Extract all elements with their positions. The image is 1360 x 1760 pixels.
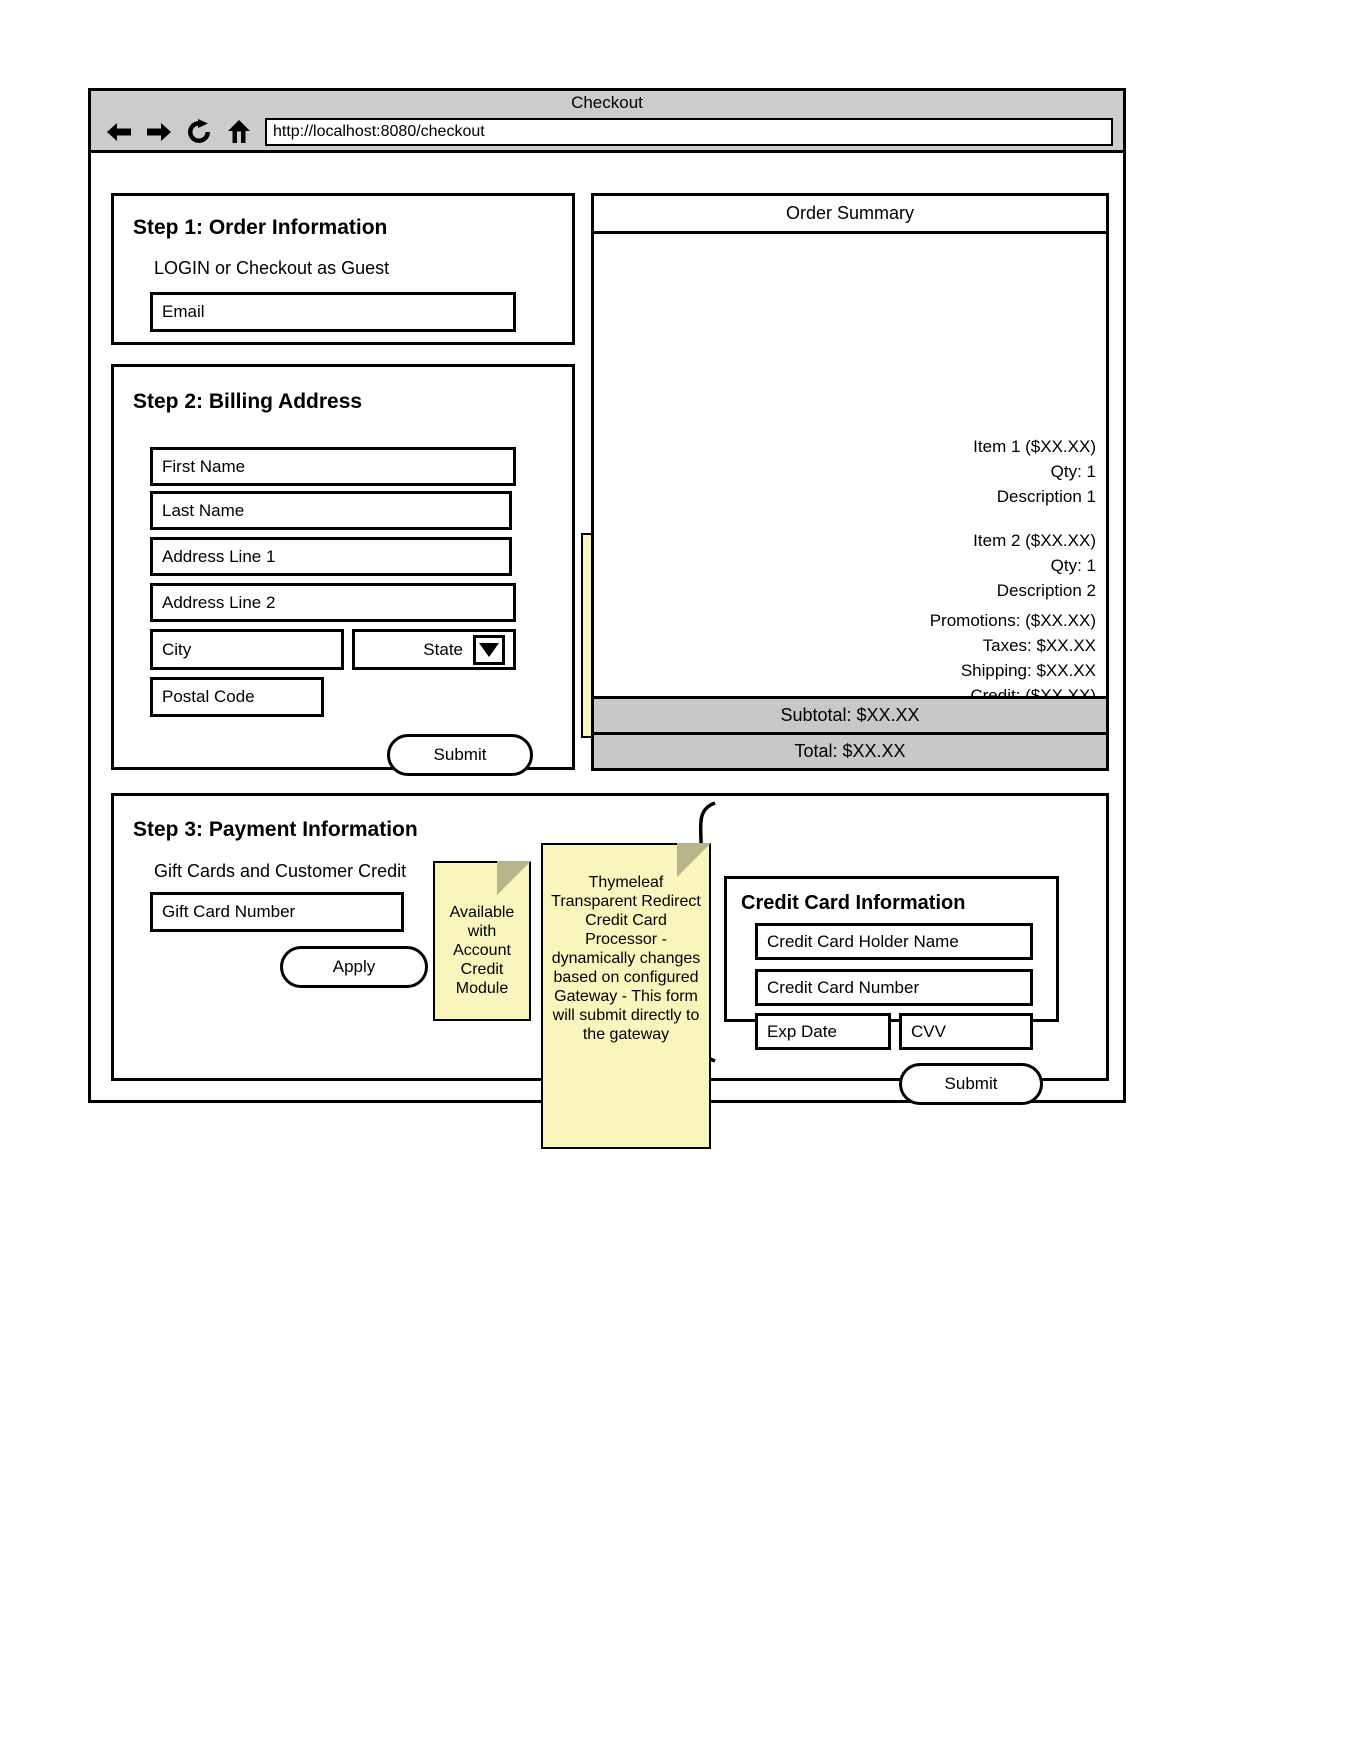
home-icon[interactable] [219, 115, 259, 149]
order-summary-panel: Order Summary Item 1 ($XX.XX) Qty: 1 Des… [591, 193, 1109, 771]
address-line-2-placeholder: Address Line 2 [162, 592, 276, 612]
step1-subtitle: LOGIN or Checkout as Guest [154, 258, 390, 278]
note-fold-icon [677, 843, 711, 877]
postal-code-input[interactable]: Postal Code [150, 677, 324, 717]
back-arrow-icon[interactable] [99, 115, 139, 149]
order-summary-adjustments: Promotions: ($XX.XX) Taxes: $XX.XX Shipp… [930, 608, 1096, 708]
window-title: Checkout [571, 93, 643, 112]
email-input[interactable]: Email [150, 292, 516, 332]
postal-code-placeholder: Postal Code [162, 687, 255, 706]
step2-panel: Step 2: Billing Address First Name Last … [111, 364, 575, 776]
forward-arrow-icon[interactable] [139, 115, 179, 149]
chevron-down-icon[interactable] [473, 634, 505, 665]
apply-label: Apply [332, 957, 376, 976]
billing-submit-label: Submit [433, 745, 487, 764]
state-select[interactable]: State [352, 629, 516, 670]
step2-title: Step 2: Billing Address [133, 390, 363, 413]
gift-card-number-input[interactable]: Gift Card Number [150, 892, 404, 932]
item-name: Item 2 ($XX.XX) [973, 531, 1096, 550]
adjustment-promotions: Promotions: ($XX.XX) [929, 611, 1096, 630]
gift-section-label: Gift Cards and Customer Credit [154, 861, 407, 881]
last-name-placeholder: Last Name [162, 500, 245, 520]
cc-holder-name-input[interactable]: Credit Card Holder Name [755, 923, 1033, 960]
address-line-1-placeholder: Address Line 1 [162, 546, 276, 566]
city-placeholder: City [162, 639, 192, 659]
cc-number-input[interactable]: Credit Card Number [755, 969, 1033, 1006]
order-summary-items: Item 1 ($XX.XX) Qty: 1 Description 1 Ite… [973, 434, 1096, 603]
cc-holder-name-placeholder: Credit Card Holder Name [767, 931, 959, 951]
url-bar[interactable]: http://localhost:8080/checkout [265, 118, 1113, 146]
apply-button[interactable]: Apply [280, 946, 428, 988]
cc-number-placeholder: Credit Card Number [767, 977, 920, 997]
thymeleaf-note: Thymeleaf Transparent Redirect Credit Ca… [541, 843, 711, 1149]
step1-panel: Step 1: Order Information LOGIN or Check… [111, 193, 575, 345]
step1-title: Step 1: Order Information [133, 216, 388, 239]
credit-card-submit-label: Submit [944, 1074, 998, 1093]
address-line-1-input[interactable]: Address Line 1 [150, 537, 512, 576]
url-text: http://localhost:8080/checkout [273, 123, 485, 140]
total-bar: Total: $XX.XX [594, 732, 1106, 768]
browser-toolbar: http://localhost:8080/checkout [91, 113, 1123, 151]
summary-item-row: Item 2 ($XX.XX) Qty: 1 Description 2 [973, 528, 1096, 603]
item-qty: Qty: 1 [1050, 556, 1096, 575]
credit-card-title: Credit Card Information [741, 892, 966, 914]
adjustment-shipping: Shipping: $XX.XX [960, 661, 1096, 680]
cc-exp-date-placeholder: Exp Date [767, 1021, 837, 1041]
account-credit-note-text: Available with Account Credit Module [449, 904, 515, 997]
address-line-2-input[interactable]: Address Line 2 [150, 583, 516, 622]
item-name: Item 1 ($XX.XX) [973, 437, 1096, 456]
cc-exp-date-input[interactable]: Exp Date [755, 1013, 891, 1050]
item-description: Description 1 [996, 487, 1096, 506]
browser-chrome: Checkout [91, 91, 1123, 153]
last-name-input[interactable]: Last Name [150, 491, 512, 530]
account-credit-note: Available with Account Credit Module [433, 861, 531, 1021]
subtotal-bar: Subtotal: $XX.XX [594, 696, 1106, 732]
order-summary-header: Order Summary [594, 196, 1106, 234]
adjustment-taxes: Taxes: $XX.XX [982, 636, 1096, 655]
cc-cvv-input[interactable]: CVV [899, 1013, 1033, 1050]
gift-card-number-placeholder: Gift Card Number [162, 902, 296, 921]
item-description: Description 2 [996, 581, 1096, 600]
note-fold-icon [497, 861, 531, 895]
city-input[interactable]: City [150, 629, 344, 670]
first-name-placeholder: First Name [162, 456, 246, 476]
browser-window: Checkout [88, 88, 1126, 1149]
credit-card-submit-button[interactable]: Submit [899, 1063, 1043, 1105]
thymeleaf-note-text: Thymeleaf Transparent Redirect Credit Ca… [551, 874, 701, 1043]
summary-item-row: Item 1 ($XX.XX) Qty: 1 Description 1 [973, 434, 1096, 509]
credit-card-panel: Credit Card Information Credit Card Hold… [724, 876, 1059, 1105]
reload-icon[interactable] [179, 115, 219, 149]
first-name-input[interactable]: First Name [150, 447, 516, 486]
cc-cvv-placeholder: CVV [911, 1021, 946, 1041]
step3-title: Step 3: Payment Information [133, 818, 418, 841]
page-content: Step 1: Order Information LOGIN or Check… [91, 153, 1123, 1149]
email-placeholder: Email [162, 302, 205, 321]
state-select-label: State [423, 639, 463, 659]
item-qty: Qty: 1 [1050, 462, 1096, 481]
billing-submit-button[interactable]: Submit [387, 734, 533, 776]
